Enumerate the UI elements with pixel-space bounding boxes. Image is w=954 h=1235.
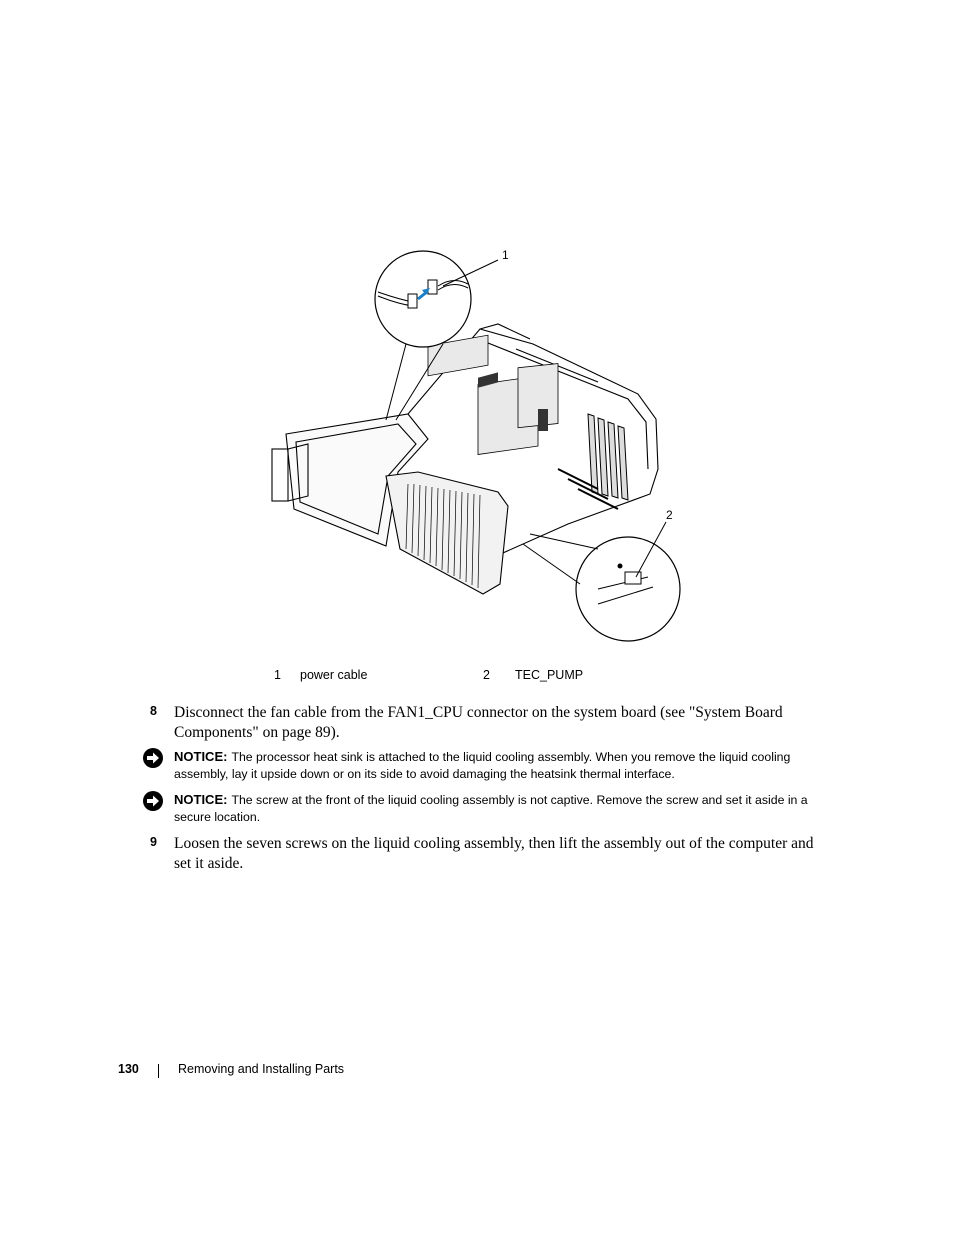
- notice-text: The processor heat sink is attached to t…: [174, 750, 791, 781]
- legend-2-number: 2: [483, 668, 490, 682]
- computer-chassis-drawing: [271, 250, 681, 642]
- notice-label: NOTICE:: [174, 749, 228, 764]
- notice-1: NOTICE:The processor heat sink is attach…: [142, 747, 814, 785]
- page-number: 130: [118, 1062, 139, 1076]
- computer-illustration: [268, 244, 688, 644]
- legend-1-label: power cable: [300, 668, 368, 682]
- notice-text-block: NOTICE:The processor heat sink is attach…: [174, 748, 814, 783]
- step-text: Disconnect the fan cable from the FAN1_C…: [174, 704, 783, 741]
- footer-divider: [158, 1064, 159, 1078]
- step-number: 9: [150, 835, 157, 849]
- notice-arrow-icon: [143, 791, 163, 811]
- notice-2: NOTICE:The screw at the front of the liq…: [142, 790, 814, 828]
- step-number: 8: [150, 704, 157, 718]
- notice-text-block: NOTICE:The screw at the front of the liq…: [174, 791, 814, 826]
- step-text: Loosen the seven screws on the liquid co…: [174, 835, 814, 872]
- legend-2-label: TEC_PUMP: [515, 668, 584, 682]
- legend-1-number: 1: [274, 668, 281, 682]
- notice-arrow-icon: [143, 748, 163, 768]
- section-title: Removing and Installing Parts: [178, 1062, 345, 1076]
- callout-1-number: 1: [502, 248, 509, 262]
- callout-2-number: 2: [666, 508, 673, 522]
- step-9: 9 Loosen the seven screws on the liquid …: [150, 834, 815, 876]
- step-8: 8 Disconnect the fan cable from the FAN1…: [150, 703, 815, 745]
- notice-text: The screw at the front of the liquid coo…: [174, 793, 808, 824]
- notice-label: NOTICE:: [174, 792, 228, 807]
